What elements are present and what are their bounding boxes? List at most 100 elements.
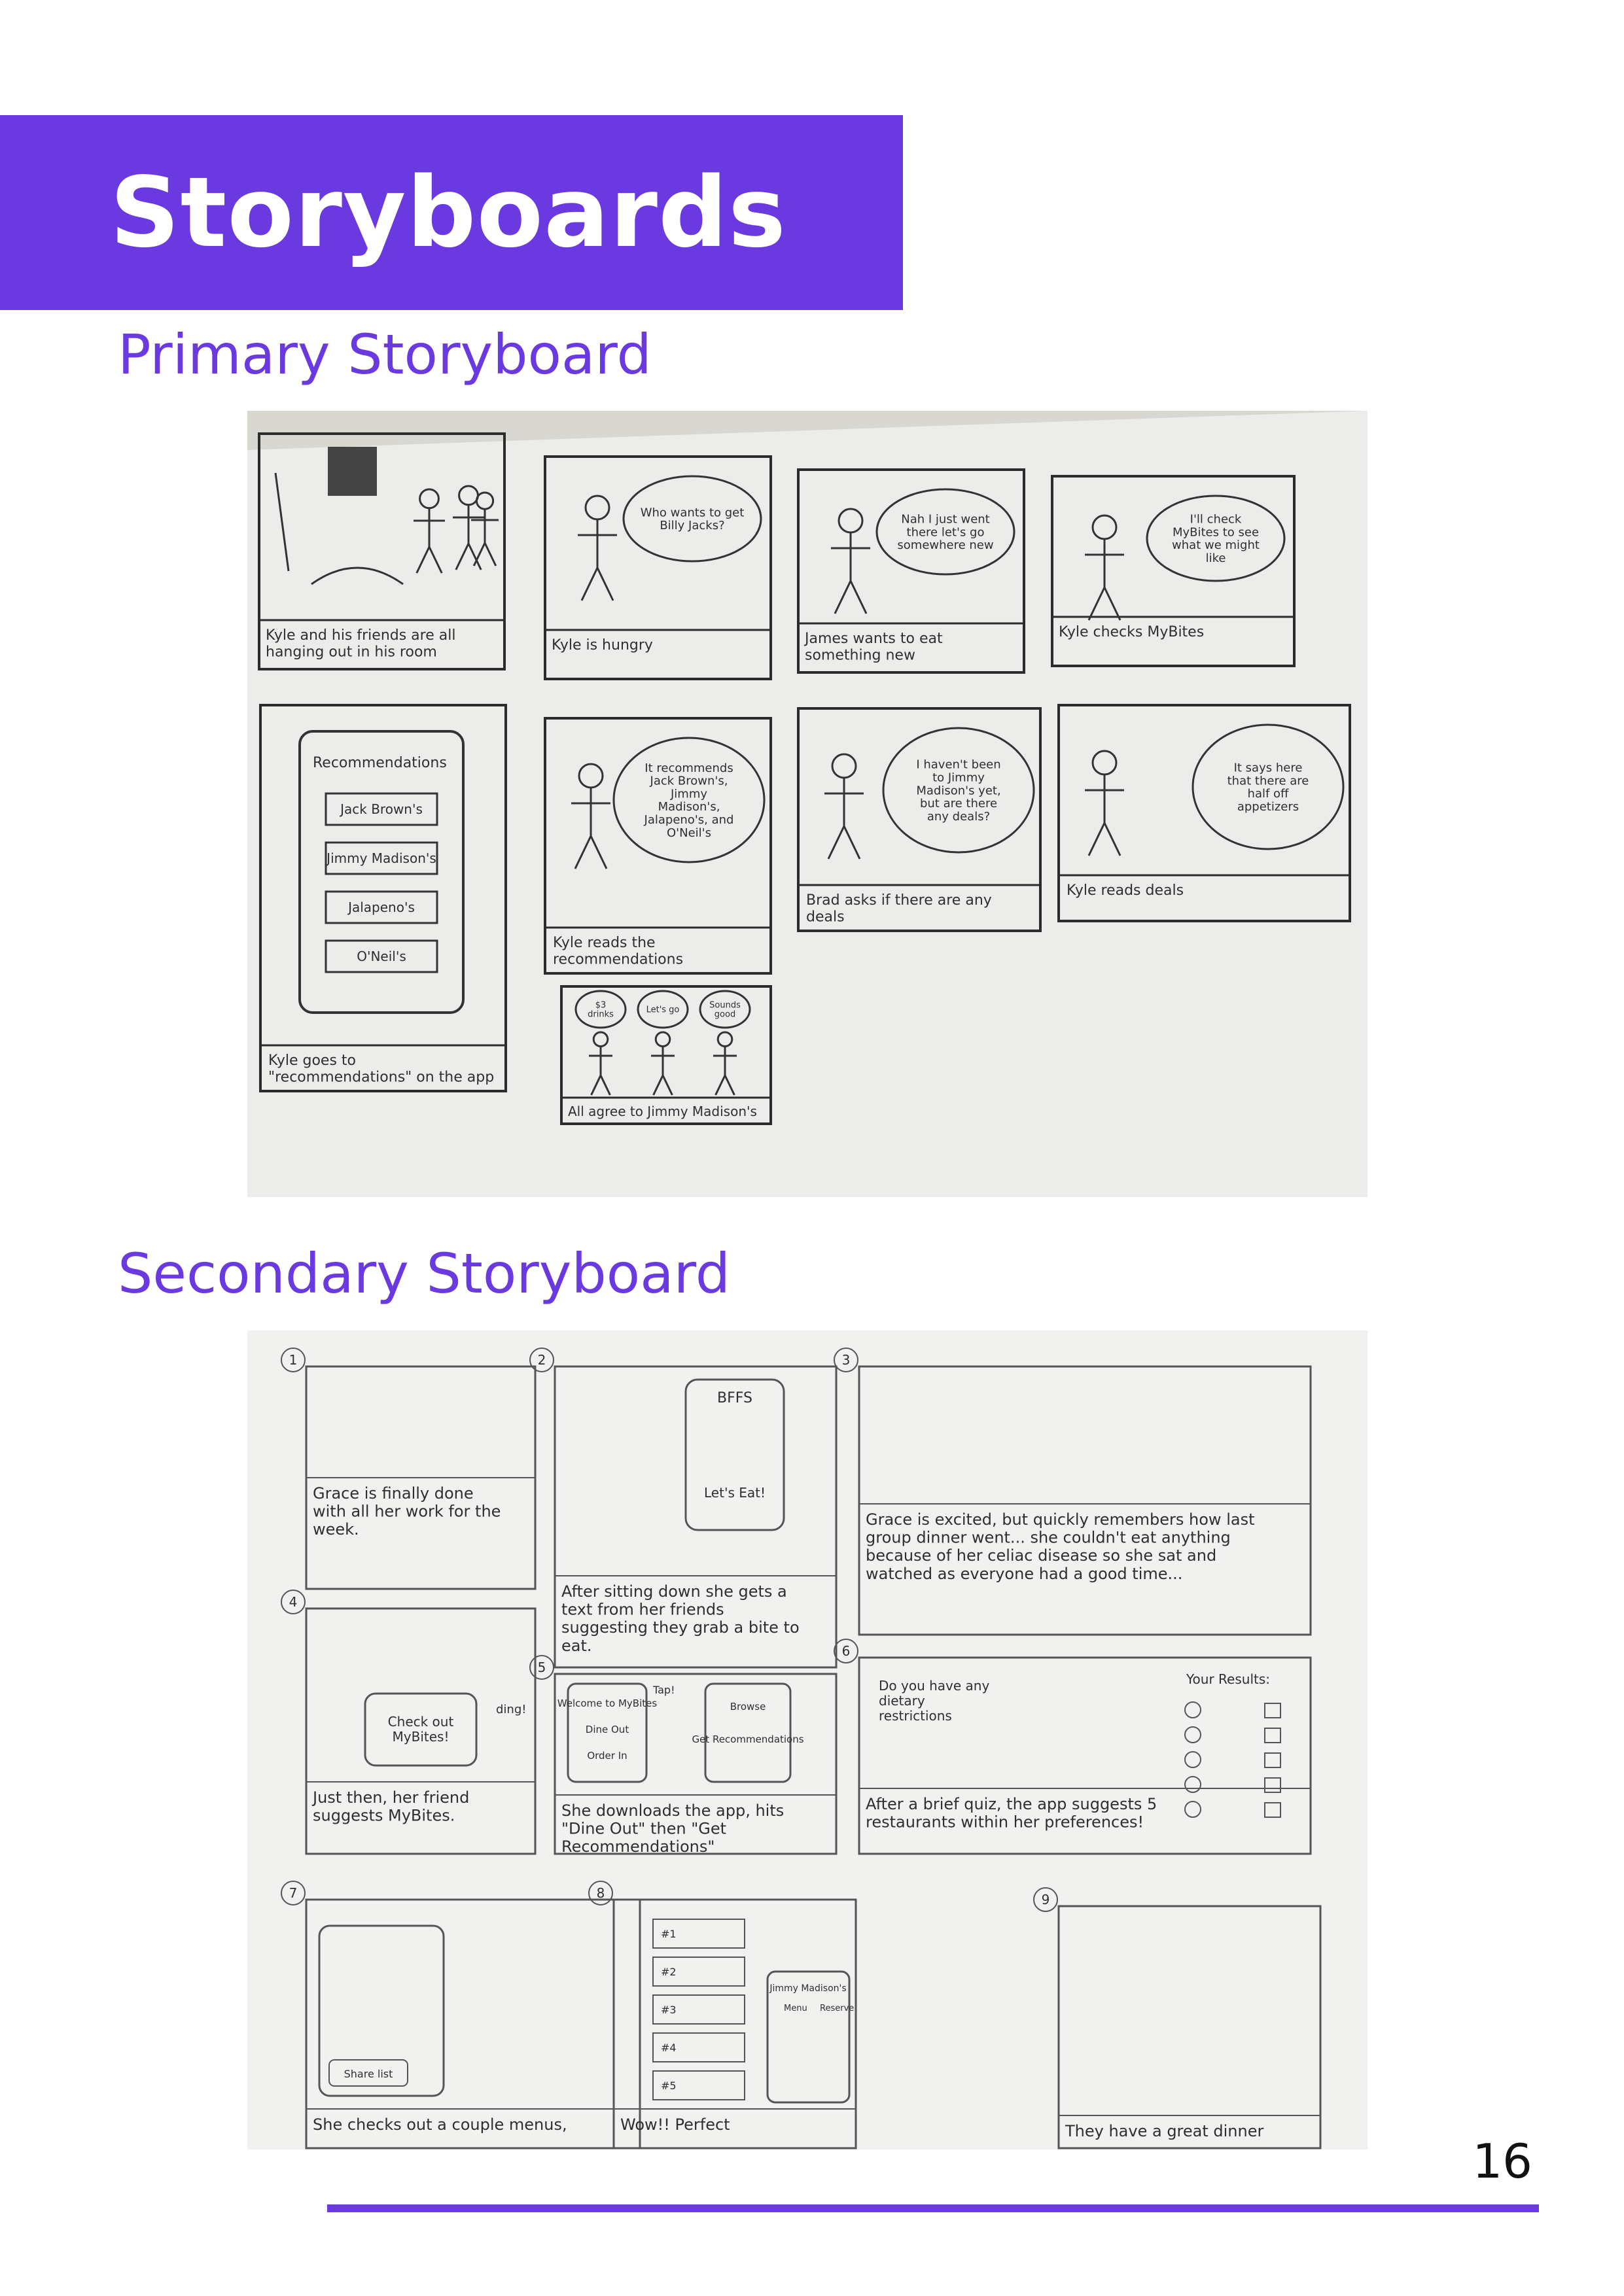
speech-text-line: Madison's yet,	[916, 784, 1000, 797]
speech-text-line: Who wants to get	[641, 506, 745, 519]
panel-caption: Kyle is hungry	[552, 637, 653, 653]
recommendation-option-label: O'Neil's	[357, 948, 406, 964]
sound-effect: ding!	[496, 1703, 526, 1716]
restaurant-card	[766, 1970, 851, 2104]
panel-caption-line: Just then, her friend	[311, 1788, 469, 1807]
speech-bubble	[1192, 723, 1345, 850]
phone-screen-a-label: Dine Out	[586, 1724, 629, 1735]
panel-number-circle	[834, 1639, 858, 1663]
speech-text-line: appetizers	[1237, 800, 1299, 814]
panel-number-circle	[529, 1348, 554, 1372]
quiz-question-line: Do you have any	[879, 1678, 989, 1694]
panel-frame	[1051, 475, 1296, 667]
panel-caption-line: They have a great dinner	[1065, 2122, 1263, 2140]
speech-text-line: $3	[595, 1000, 607, 1010]
panel-frame	[258, 432, 506, 670]
recommendation-option-label: Jimmy Madison's	[325, 850, 436, 866]
panel-number-circle	[834, 1348, 858, 1372]
recommendation-option	[325, 890, 438, 924]
share-list-label: Share list	[344, 2068, 393, 2080]
phone-sketch	[318, 1924, 445, 2097]
page-number: 16	[1472, 2134, 1532, 2189]
panel-frame	[1057, 704, 1351, 922]
restaurant-list-number: #4	[661, 2042, 677, 2054]
panel-frame	[560, 985, 772, 1125]
panel-caption-line: group dinner went... she couldn't eat an…	[866, 1529, 1231, 1547]
panel-caption-line: After sitting down she gets a	[561, 1582, 787, 1601]
restaurant-list-item	[652, 2032, 745, 2062]
panel-caption-line: Kyle reads the	[553, 935, 656, 951]
speech-text-line: Let's go	[646, 1005, 680, 1015]
speech-text-line: O'Neil's	[667, 826, 711, 840]
speech-text-line: to Jimmy	[932, 771, 985, 785]
speech-text-line: drinks	[588, 1010, 614, 1020]
phone-screen-a-label: Welcome to MyBites	[557, 1697, 658, 1709]
panel-caption-line: "Dine Out" then "Get	[561, 1820, 726, 1838]
phone-screen-b-label: Browse	[730, 1701, 766, 1713]
panel-frame	[305, 1898, 641, 2149]
panel-caption: Kyle goes to"recommendations" on the app	[268, 1052, 494, 1085]
panel-caption-line: eat.	[561, 1637, 592, 1655]
panel-caption-line: All agree to Jimmy Madison's	[568, 1104, 757, 1119]
stick-figure-head	[419, 488, 440, 510]
phone-screen-b-label: Get Recommendations	[692, 1733, 803, 1745]
panel-caption-line: Kyle goes to	[268, 1052, 356, 1069]
page-title: Storyboards	[110, 156, 786, 269]
result-marker	[1184, 1751, 1201, 1768]
panel-caption-line: James wants to eat	[803, 631, 943, 647]
panel-frame	[554, 1673, 838, 1855]
panel-caption-line: Grace is excited, but quickly remembers …	[866, 1510, 1254, 1529]
panel-frame	[544, 455, 772, 680]
recommendation-option	[325, 841, 438, 875]
result-checkbox	[1264, 1802, 1281, 1818]
phone-chat-message: Let's Eat!	[704, 1485, 766, 1501]
panel-caption: She downloads the app, hits"Dine Out" th…	[561, 1801, 784, 1856]
primary-storyboard-heading: Primary Storyboard	[118, 322, 652, 387]
panel-number: 3	[842, 1352, 851, 1368]
panel-caption-line: After a brief quiz, the app suggests 5	[866, 1795, 1157, 1813]
title-banner: Storyboards	[0, 115, 903, 310]
panel-frame	[259, 704, 507, 1092]
panel-number: 8	[597, 1885, 605, 1901]
panel-number-circle	[529, 1655, 554, 1680]
panel-caption-line: suggests MyBites.	[313, 1807, 455, 1825]
stick-figure-body	[453, 504, 484, 570]
room-sketch	[274, 472, 404, 585]
restaurant-list-item	[652, 1994, 745, 2025]
speech-bubble	[612, 737, 766, 863]
phone-screen-title: Recommendations	[313, 755, 447, 771]
phone-sketch	[298, 730, 465, 1014]
speech-text-line: that there are	[1227, 774, 1309, 788]
speech-text: Let's go	[646, 1005, 680, 1015]
panel-caption-line: deals	[806, 909, 845, 925]
speech-text-line: there let's go	[907, 525, 985, 539]
speech-text-line: but are there	[920, 797, 997, 810]
panel-caption-line: recommendations	[553, 951, 683, 967]
speech-bubble	[637, 990, 689, 1029]
panel-caption-line: She downloads the app, hits	[561, 1801, 784, 1820]
panel-number: 1	[289, 1352, 298, 1368]
quiz-question-line: restrictions	[879, 1708, 952, 1724]
restaurant-list-item	[652, 2070, 745, 2100]
speech-bubble	[699, 990, 751, 1029]
panel-caption-line: watched as everyone had a good time...	[866, 1565, 1182, 1583]
quiz-question-line: dietary	[879, 1693, 925, 1709]
speech-bubble	[622, 475, 762, 563]
panel-caption-line: something new	[805, 647, 915, 663]
speech-text-line: MyBites to see	[1173, 525, 1259, 539]
panel-caption-line: Kyle and his friends are all	[266, 627, 455, 644]
